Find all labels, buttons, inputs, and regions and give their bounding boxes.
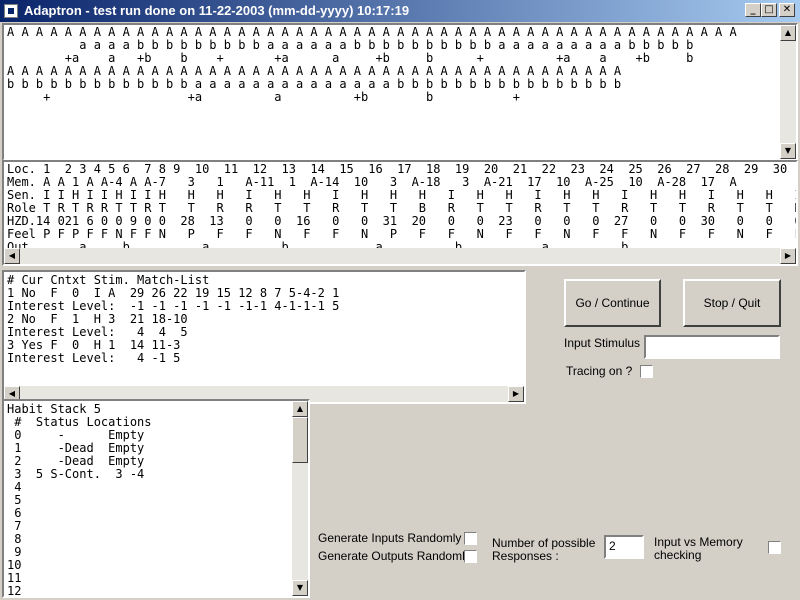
close-button[interactable]: ✕ bbox=[779, 3, 795, 17]
title-bar: Adaptron - test run done on 11-22-2003 (… bbox=[0, 0, 800, 22]
memory-row: Role T R T R R T T R T T R R T T R T T B… bbox=[7, 201, 798, 215]
habit-line: 11 bbox=[7, 571, 22, 585]
input-stimulus-label: Input Stimulus : bbox=[564, 336, 647, 350]
go-continue-button[interactable]: Go / Continue bbox=[564, 279, 661, 327]
habit-line: 6 bbox=[7, 506, 22, 520]
habit-line: 10 bbox=[7, 558, 22, 572]
habit-line: 0 - Empty bbox=[7, 428, 145, 442]
input-vs-memory-checkbox[interactable] bbox=[768, 541, 781, 554]
window-title: Adaptron - test run done on 11-22-2003 (… bbox=[24, 3, 410, 18]
habit-stack-text: Habit Stack 5 # Status Locations 0 - Emp… bbox=[4, 401, 308, 598]
generate-outputs-label: Generate Outputs Randomly? bbox=[318, 549, 478, 563]
match-line: Interest Level: 4 -1 5 bbox=[7, 351, 181, 365]
scroll-thumb[interactable] bbox=[292, 417, 308, 463]
habit-line: # Status Locations bbox=[7, 415, 152, 429]
match-list-text: # Cur Cntxt Stim. Match-List 1 No F 0 I … bbox=[4, 272, 524, 366]
scroll-up-arrow-icon[interactable]: ▲ bbox=[780, 25, 796, 41]
match-list-panel: # Cur Cntxt Stim. Match-List 1 No F 0 I … bbox=[2, 270, 526, 404]
minimize-button[interactable]: _ bbox=[745, 3, 761, 17]
scroll-up-arrow-icon[interactable]: ▲ bbox=[292, 401, 308, 417]
stop-quit-button[interactable]: Stop / Quit bbox=[683, 279, 781, 327]
match-line: 1 No F 0 I A 29 26 22 19 15 12 8 7 5-4-2… bbox=[7, 286, 340, 300]
habit-line: 1 -Dead Empty bbox=[7, 441, 145, 455]
habit-line: 5 bbox=[7, 493, 22, 507]
habit-line: 2 -Dead Empty bbox=[7, 454, 145, 468]
num-responses-field[interactable]: 2 bbox=[604, 535, 644, 559]
match-line: Interest Level: -1 -1 -1 -1 -1 -1-1 4-1-… bbox=[7, 299, 340, 313]
sequence-line: A A A A A A A A A A A A A A A A A A A A … bbox=[7, 25, 737, 39]
memory-row: Sen. I I H I I H I I H H H I H H I H H H… bbox=[7, 188, 798, 202]
match-line: Interest Level: 4 4 5 bbox=[7, 325, 188, 339]
generate-outputs-checkbox[interactable] bbox=[464, 550, 477, 563]
generate-inputs-label: Generate Inputs Randomly ? bbox=[318, 531, 472, 545]
match-line: 3 Yes F 0 H 1 14 11-3 bbox=[7, 338, 181, 352]
memory-row: HZD.14 021 6 0 0 9 0 0 28 13 0 0 16 0 0 … bbox=[7, 214, 798, 228]
memory-row: Loc. 1 2 3 4 5 6 7 8 9 10 11 12 13 14 15… bbox=[7, 162, 798, 176]
habit-vscrollbar[interactable]: ▲ ▼ bbox=[292, 401, 308, 596]
scroll-down-arrow-icon[interactable]: ▼ bbox=[292, 580, 308, 596]
habit-line: 12 bbox=[7, 584, 22, 598]
sequence-line: a a a a b b b b b b b b b a a a a a a b … bbox=[7, 38, 694, 52]
match-line: 2 No F 1 H 3 21 18-10 bbox=[7, 312, 188, 326]
generate-inputs-checkbox[interactable] bbox=[464, 532, 477, 545]
scroll-down-arrow-icon[interactable]: ▼ bbox=[780, 143, 796, 159]
match-line: # Cur Cntxt Stim. Match-List bbox=[7, 273, 210, 287]
habit-line: 3 5 S-Cont. 3 -4 bbox=[7, 467, 145, 481]
num-responses-label-2: Responses : bbox=[492, 549, 559, 563]
habit-line: Habit Stack 5 bbox=[7, 402, 101, 416]
memory-row: Feel P F P F F N F F N P F F N F F N P F… bbox=[7, 227, 798, 241]
tracing-label: Tracing on ? bbox=[566, 364, 633, 378]
tracing-checkbox[interactable] bbox=[640, 365, 653, 378]
scroll-left-arrow-icon[interactable]: ◀ bbox=[4, 248, 20, 264]
num-responses-label-1: Number of possible bbox=[492, 536, 596, 550]
app-icon[interactable] bbox=[4, 4, 18, 18]
input-vs-memory-label-1: Input vs Memory bbox=[654, 535, 743, 549]
habit-line: 4 bbox=[7, 480, 22, 494]
memory-hscrollbar[interactable]: ◀ ▶ bbox=[4, 248, 796, 264]
scroll-right-arrow-icon[interactable]: ▶ bbox=[508, 386, 524, 402]
match-hscrollbar[interactable]: ◀ ▶ bbox=[4, 386, 524, 402]
scroll-right-arrow-icon[interactable]: ▶ bbox=[780, 248, 796, 264]
memory-row: Mem. A A 1 A A-4 A A-7 3 1 A-11 1 A-14 1… bbox=[7, 175, 737, 189]
memory-panel: Loc. 1 2 3 4 5 6 7 8 9 10 11 12 13 14 15… bbox=[2, 160, 798, 266]
sequence-text: A A A A A A A A A A A A A A A A A A A A … bbox=[4, 25, 796, 105]
habit-line: 8 bbox=[7, 532, 22, 546]
input-stimulus-field[interactable] bbox=[644, 335, 780, 359]
sequence-line: + +a a +b b + bbox=[7, 90, 520, 104]
sequence-line: +a a +b b + +a a +b b + +a a +b b bbox=[7, 51, 694, 65]
memory-text: Loc. 1 2 3 4 5 6 7 8 9 10 11 12 13 14 15… bbox=[4, 162, 796, 255]
habit-line: 7 bbox=[7, 519, 22, 533]
sequence-vscrollbar[interactable]: ▲ ▼ bbox=[780, 25, 796, 159]
sequence-panel: A A A A A A A A A A A A A A A A A A A A … bbox=[2, 23, 798, 161]
input-vs-memory-label-2: checking bbox=[654, 548, 702, 562]
sequence-line: A A A A A A A A A A A A A A A A A A A A … bbox=[7, 64, 622, 78]
sequence-line: b b b b b b b b b b b b b a a a a a a a … bbox=[7, 77, 622, 91]
habit-line: 9 bbox=[7, 545, 22, 559]
maximize-button[interactable]: □ bbox=[761, 3, 777, 17]
habit-stack-panel: Habit Stack 5 # Status Locations 0 - Emp… bbox=[2, 399, 310, 598]
